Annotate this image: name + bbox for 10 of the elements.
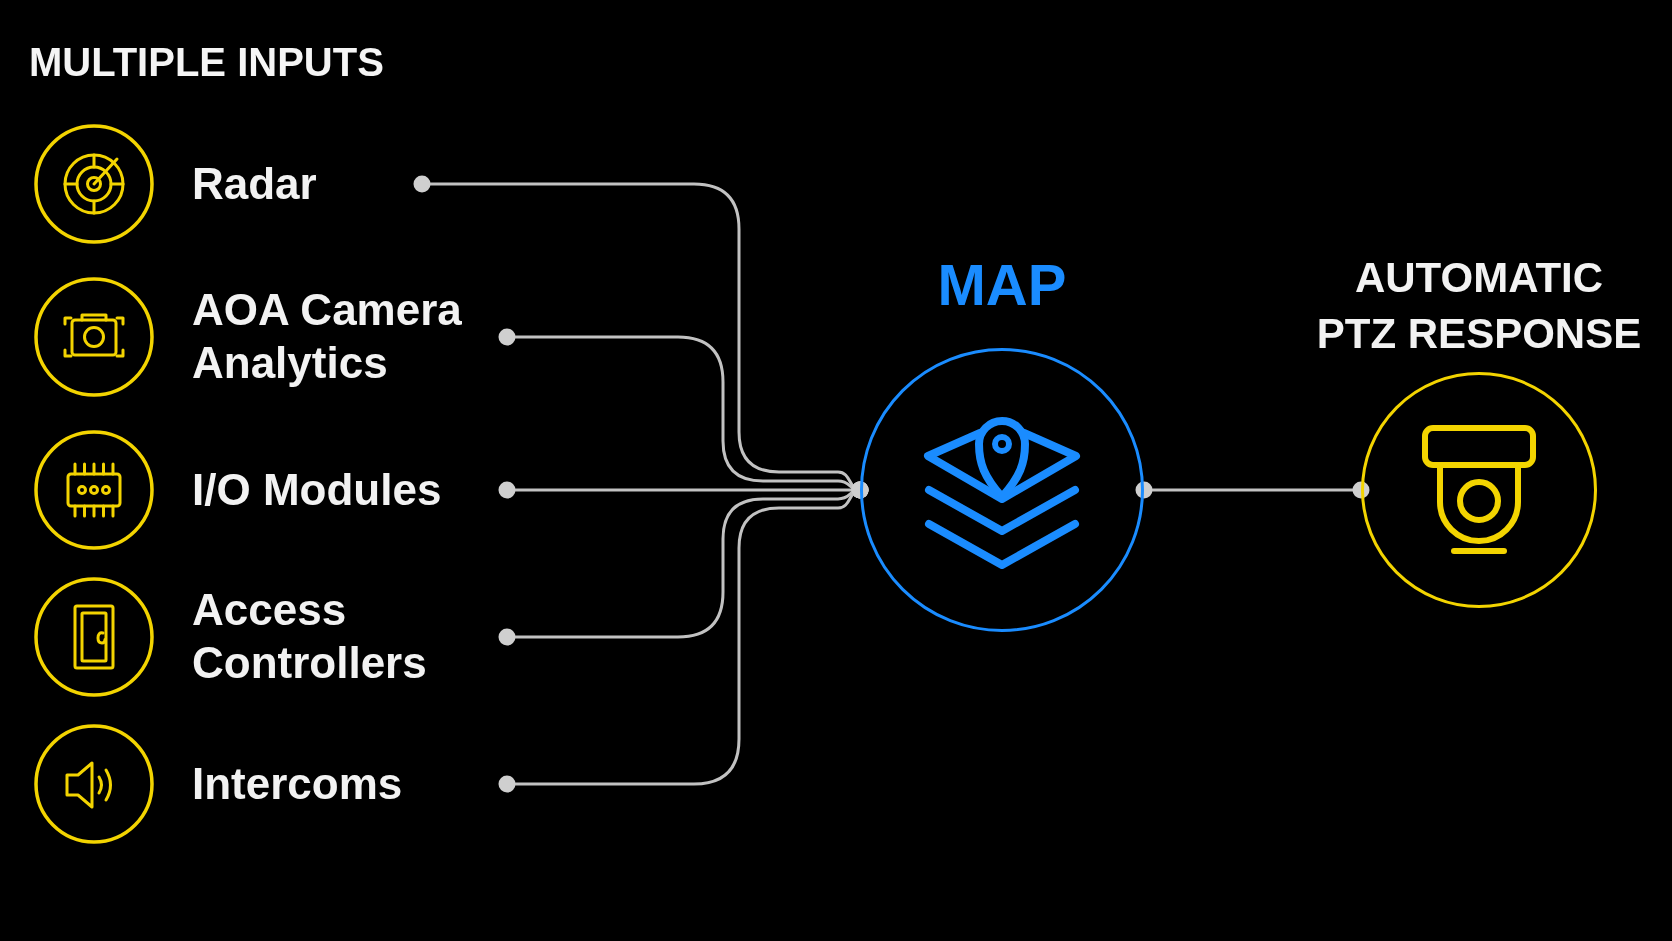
connector-line: [1135, 481, 1370, 499]
output-title: AUTOMATIC PTZ RESPONSE: [1315, 253, 1643, 359]
hub-title: MAP: [937, 256, 1067, 314]
input-label: Access Controllers: [192, 584, 428, 689]
input-label: Radar: [192, 157, 317, 210]
connector-line: [498, 481, 869, 793]
input-label: I/O Modules: [192, 463, 442, 516]
input-label: AOA Camera Analytics: [192, 284, 463, 389]
input-label: Intercoms: [192, 757, 403, 810]
section-heading: MULTIPLE INPUTS: [29, 42, 384, 82]
